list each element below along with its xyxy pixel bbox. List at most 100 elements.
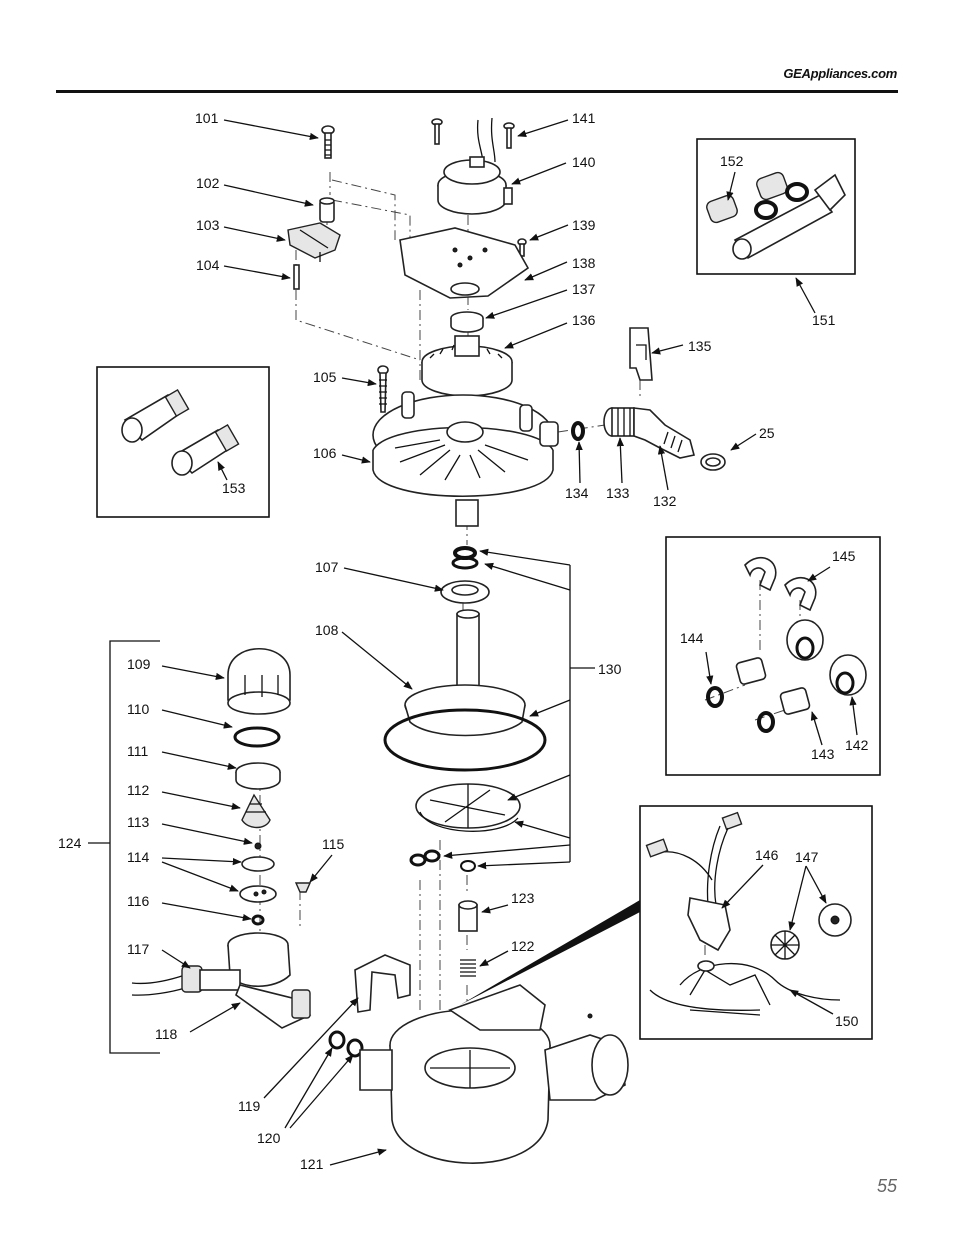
part-147-turbine	[770, 903, 852, 960]
callout-118: 118	[155, 1026, 178, 1042]
part-114-nozzle	[239, 856, 277, 903]
callout-108: 108	[315, 622, 339, 638]
callout-104: 104	[196, 257, 220, 273]
assembly-line	[419, 520, 468, 1010]
part-140-motor	[437, 156, 513, 215]
part-25-clamp	[700, 453, 726, 471]
part-143-sleeves	[735, 657, 811, 715]
inset-box-151	[696, 138, 856, 275]
part-113-ball	[254, 842, 262, 850]
part-109-cap	[227, 647, 291, 715]
callout-123: 123	[511, 890, 535, 906]
part-115-plug	[294, 882, 312, 893]
callout-107: 107	[315, 559, 339, 575]
assembly-line	[557, 360, 801, 650]
part-121-tank-adapter	[359, 984, 629, 1164]
part-119-clip	[354, 954, 411, 1013]
part-150-meter-housing	[649, 960, 841, 1016]
part-144-orings	[706, 686, 775, 733]
part-104-pin	[293, 264, 300, 290]
inset-box-meter	[639, 805, 873, 1040]
part-130-oring-top	[451, 546, 479, 570]
part-133-fitting	[603, 407, 635, 437]
part-102-spacer	[319, 197, 335, 223]
callout-124: 124	[58, 835, 82, 851]
part-103-switch	[287, 222, 341, 262]
callout-143: 143	[811, 746, 835, 762]
callout-112: 112	[127, 782, 150, 798]
part-101-screw	[321, 125, 335, 159]
part-111-ring	[235, 762, 281, 790]
part-120-oring	[328, 1030, 364, 1058]
callout-145: 145	[832, 548, 856, 564]
callout-109: 109	[127, 656, 151, 672]
part-130-oring-small	[409, 849, 476, 872]
callout-135: 135	[688, 338, 712, 354]
part-153-adapters	[121, 389, 240, 476]
callout-146: 146	[755, 847, 779, 863]
part-107-seal	[440, 580, 490, 604]
callout-121: 121	[300, 1156, 324, 1172]
part-106-valve-body	[372, 391, 559, 527]
callout-116: 116	[127, 893, 150, 909]
bracket-130	[569, 565, 595, 862]
callout-130: 130	[598, 661, 622, 677]
part-110-oring	[233, 726, 281, 748]
part-105-screw	[377, 365, 389, 413]
callout-153: 153	[222, 480, 246, 496]
bracket-124	[109, 640, 160, 1054]
callout-110: 110	[127, 701, 150, 717]
part-118-injector-body	[199, 932, 312, 1029]
callout-119: 119	[238, 1098, 261, 1114]
callout-133: 133	[606, 485, 630, 501]
part-151-bypass-valve	[706, 171, 846, 260]
part-138-plate	[399, 227, 530, 299]
callout-122: 122	[511, 938, 535, 954]
callout-138: 138	[572, 255, 596, 271]
callout-142: 142	[845, 737, 869, 753]
part-123-sleeve	[458, 900, 478, 932]
part-130-disc	[415, 783, 521, 832]
part-134-oring	[571, 421, 585, 441]
part-135-clip	[629, 327, 653, 381]
part-122-spring	[460, 959, 476, 977]
callout-25: 25	[759, 425, 775, 441]
assembly-line	[295, 172, 421, 361]
callout-139: 139	[572, 217, 596, 233]
part-132-elbow	[633, 407, 695, 459]
callout-152: 152	[720, 153, 744, 169]
part-116-oring	[251, 914, 265, 926]
callout-132: 132	[653, 493, 677, 509]
callout-136: 136	[572, 312, 596, 328]
callout-103: 103	[196, 217, 220, 233]
callout-105: 105	[313, 369, 337, 385]
part-146-sensor	[645, 811, 743, 952]
callout-144: 144	[680, 630, 704, 646]
callout-141: 141	[572, 110, 596, 126]
part-117-fitting	[131, 965, 203, 996]
assembly-line	[331, 179, 411, 245]
callout-114: 114	[127, 849, 150, 865]
callout-115: 115	[322, 836, 345, 852]
detail-pointer	[460, 900, 640, 1005]
part-112-screen	[241, 793, 271, 829]
callout-101: 101	[195, 110, 219, 126]
part-137-bushing	[450, 311, 484, 333]
part-136-gear	[421, 335, 513, 397]
header-rule	[56, 90, 898, 93]
callout-140: 140	[572, 154, 596, 170]
inset-box-153	[96, 366, 270, 518]
part-145-clips	[744, 556, 817, 612]
callout-111: 111	[127, 743, 148, 759]
part-141-screw	[431, 117, 515, 163]
part-108-piston	[383, 609, 547, 772]
callout-150: 150	[835, 1013, 859, 1029]
callout-117: 117	[127, 941, 150, 957]
callout-151: 151	[812, 312, 836, 328]
page-number: 55	[876, 1176, 897, 1196]
callout-102: 102	[196, 175, 220, 191]
callout-113: 113	[127, 814, 150, 830]
callout-120: 120	[257, 1130, 281, 1146]
inset-box-bypass	[665, 536, 881, 776]
callout-106: 106	[313, 445, 337, 461]
